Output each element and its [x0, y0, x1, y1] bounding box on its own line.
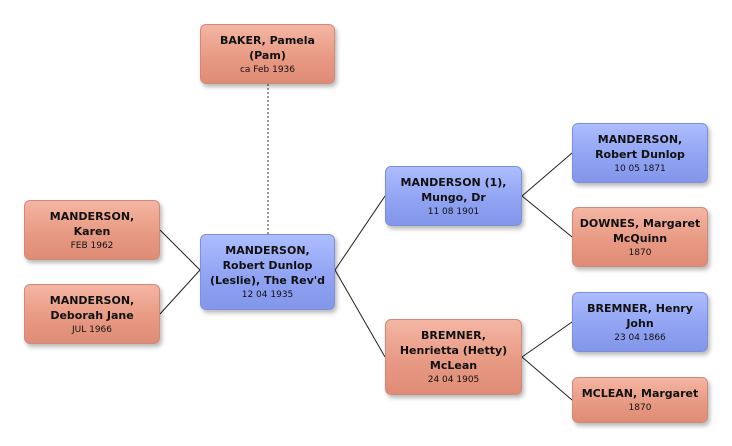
person-date: 11 08 1901 [427, 206, 480, 217]
person-date: 23 04 1866 [614, 332, 666, 343]
person-date: ca Feb 1936 [239, 64, 296, 75]
person-name-line3: (Leslie), The Rev'd [209, 274, 326, 287]
person-card-robert-dunlop-leslie[interactable]: MANDERSON, Robert Dunlop (Leslie), The R… [200, 234, 335, 310]
person-date: 1870 [628, 403, 652, 413]
person-name-line1: MANDERSON, [49, 293, 135, 307]
person-name-line2: Deborah Jane [50, 308, 134, 322]
person-date: 24 04 1905 [427, 375, 480, 385]
person-card-karen-manderson[interactable]: MANDERSON, Karen FEB 1962 [24, 200, 160, 260]
person-card-henrietta-bremner[interactable]: BREMNER, Henrietta (Hetty) McLean 24 04 … [385, 319, 522, 395]
person-date: JUL 1966 [71, 324, 113, 335]
person-card-mungo-manderson[interactable]: MANDERSON (1), Mungo, Dr 11 08 1901 [385, 166, 522, 226]
parent-link-father [334, 195, 386, 271]
person-name-line2: John [626, 316, 654, 330]
person-card-deborah-manderson[interactable]: MANDERSON, Deborah Jane JUL 1966 [24, 284, 160, 344]
person-card-henry-bremner[interactable]: BREMNER, Henry John 23 04 1866 [572, 292, 708, 352]
person-date: 12 04 1935 [241, 290, 294, 300]
parent-link-maternal-grandfather [521, 321, 573, 358]
person-name-line1: MANDERSON, [49, 209, 135, 223]
person-name-line2: Robert Dunlop [595, 147, 685, 161]
child-link-karen [159, 229, 201, 271]
person-date: FEB 1962 [70, 240, 114, 251]
person-name-line2: Robert Dunlop [222, 259, 313, 272]
person-name-line2: Mungo, Dr [421, 190, 486, 204]
person-card-robert-dunlop-1871[interactable]: MANDERSON, Robert Dunlop 10 05 1871 [572, 123, 708, 183]
person-date: 10 05 1871 [614, 163, 666, 174]
person-name-line1: MANDERSON, [225, 244, 310, 257]
person-date: 1870 [628, 247, 652, 258]
person-card-pamela-baker[interactable]: BAKER, Pamela (Pam) ca Feb 1936 [200, 24, 335, 84]
parent-link-paternal-grandfather [521, 152, 573, 197]
child-link-deborah [159, 269, 201, 315]
parent-link-mother [334, 269, 386, 358]
person-name-line2: Henrietta (Hetty) [399, 344, 508, 357]
person-name-line3: McLean [429, 359, 478, 372]
person-name-line1: MANDERSON, [597, 132, 683, 146]
person-card-margaret-mclean[interactable]: MCLEAN, Margaret 1870 [572, 377, 708, 423]
person-name-line1: BREMNER, [421, 329, 486, 342]
parent-link-paternal-grandmother [521, 195, 573, 238]
person-card-margaret-downes[interactable]: DOWNES, Margaret McQuinn 1870 [572, 207, 708, 267]
person-name-line1: DOWNES, Margaret [579, 216, 701, 230]
person-name-line1: BREMNER, Henry [587, 301, 693, 315]
person-name-line2: Karen [73, 224, 111, 238]
person-name-line2: McQuinn [612, 231, 668, 245]
parent-link-maternal-grandmother [521, 356, 573, 401]
person-name-line1: BAKER, Pamela [220, 33, 315, 47]
person-name-line2: (Pam) [249, 48, 286, 62]
person-name-line1: MCLEAN, Margaret [581, 387, 699, 400]
person-name-line1: MANDERSON (1), [400, 175, 507, 189]
